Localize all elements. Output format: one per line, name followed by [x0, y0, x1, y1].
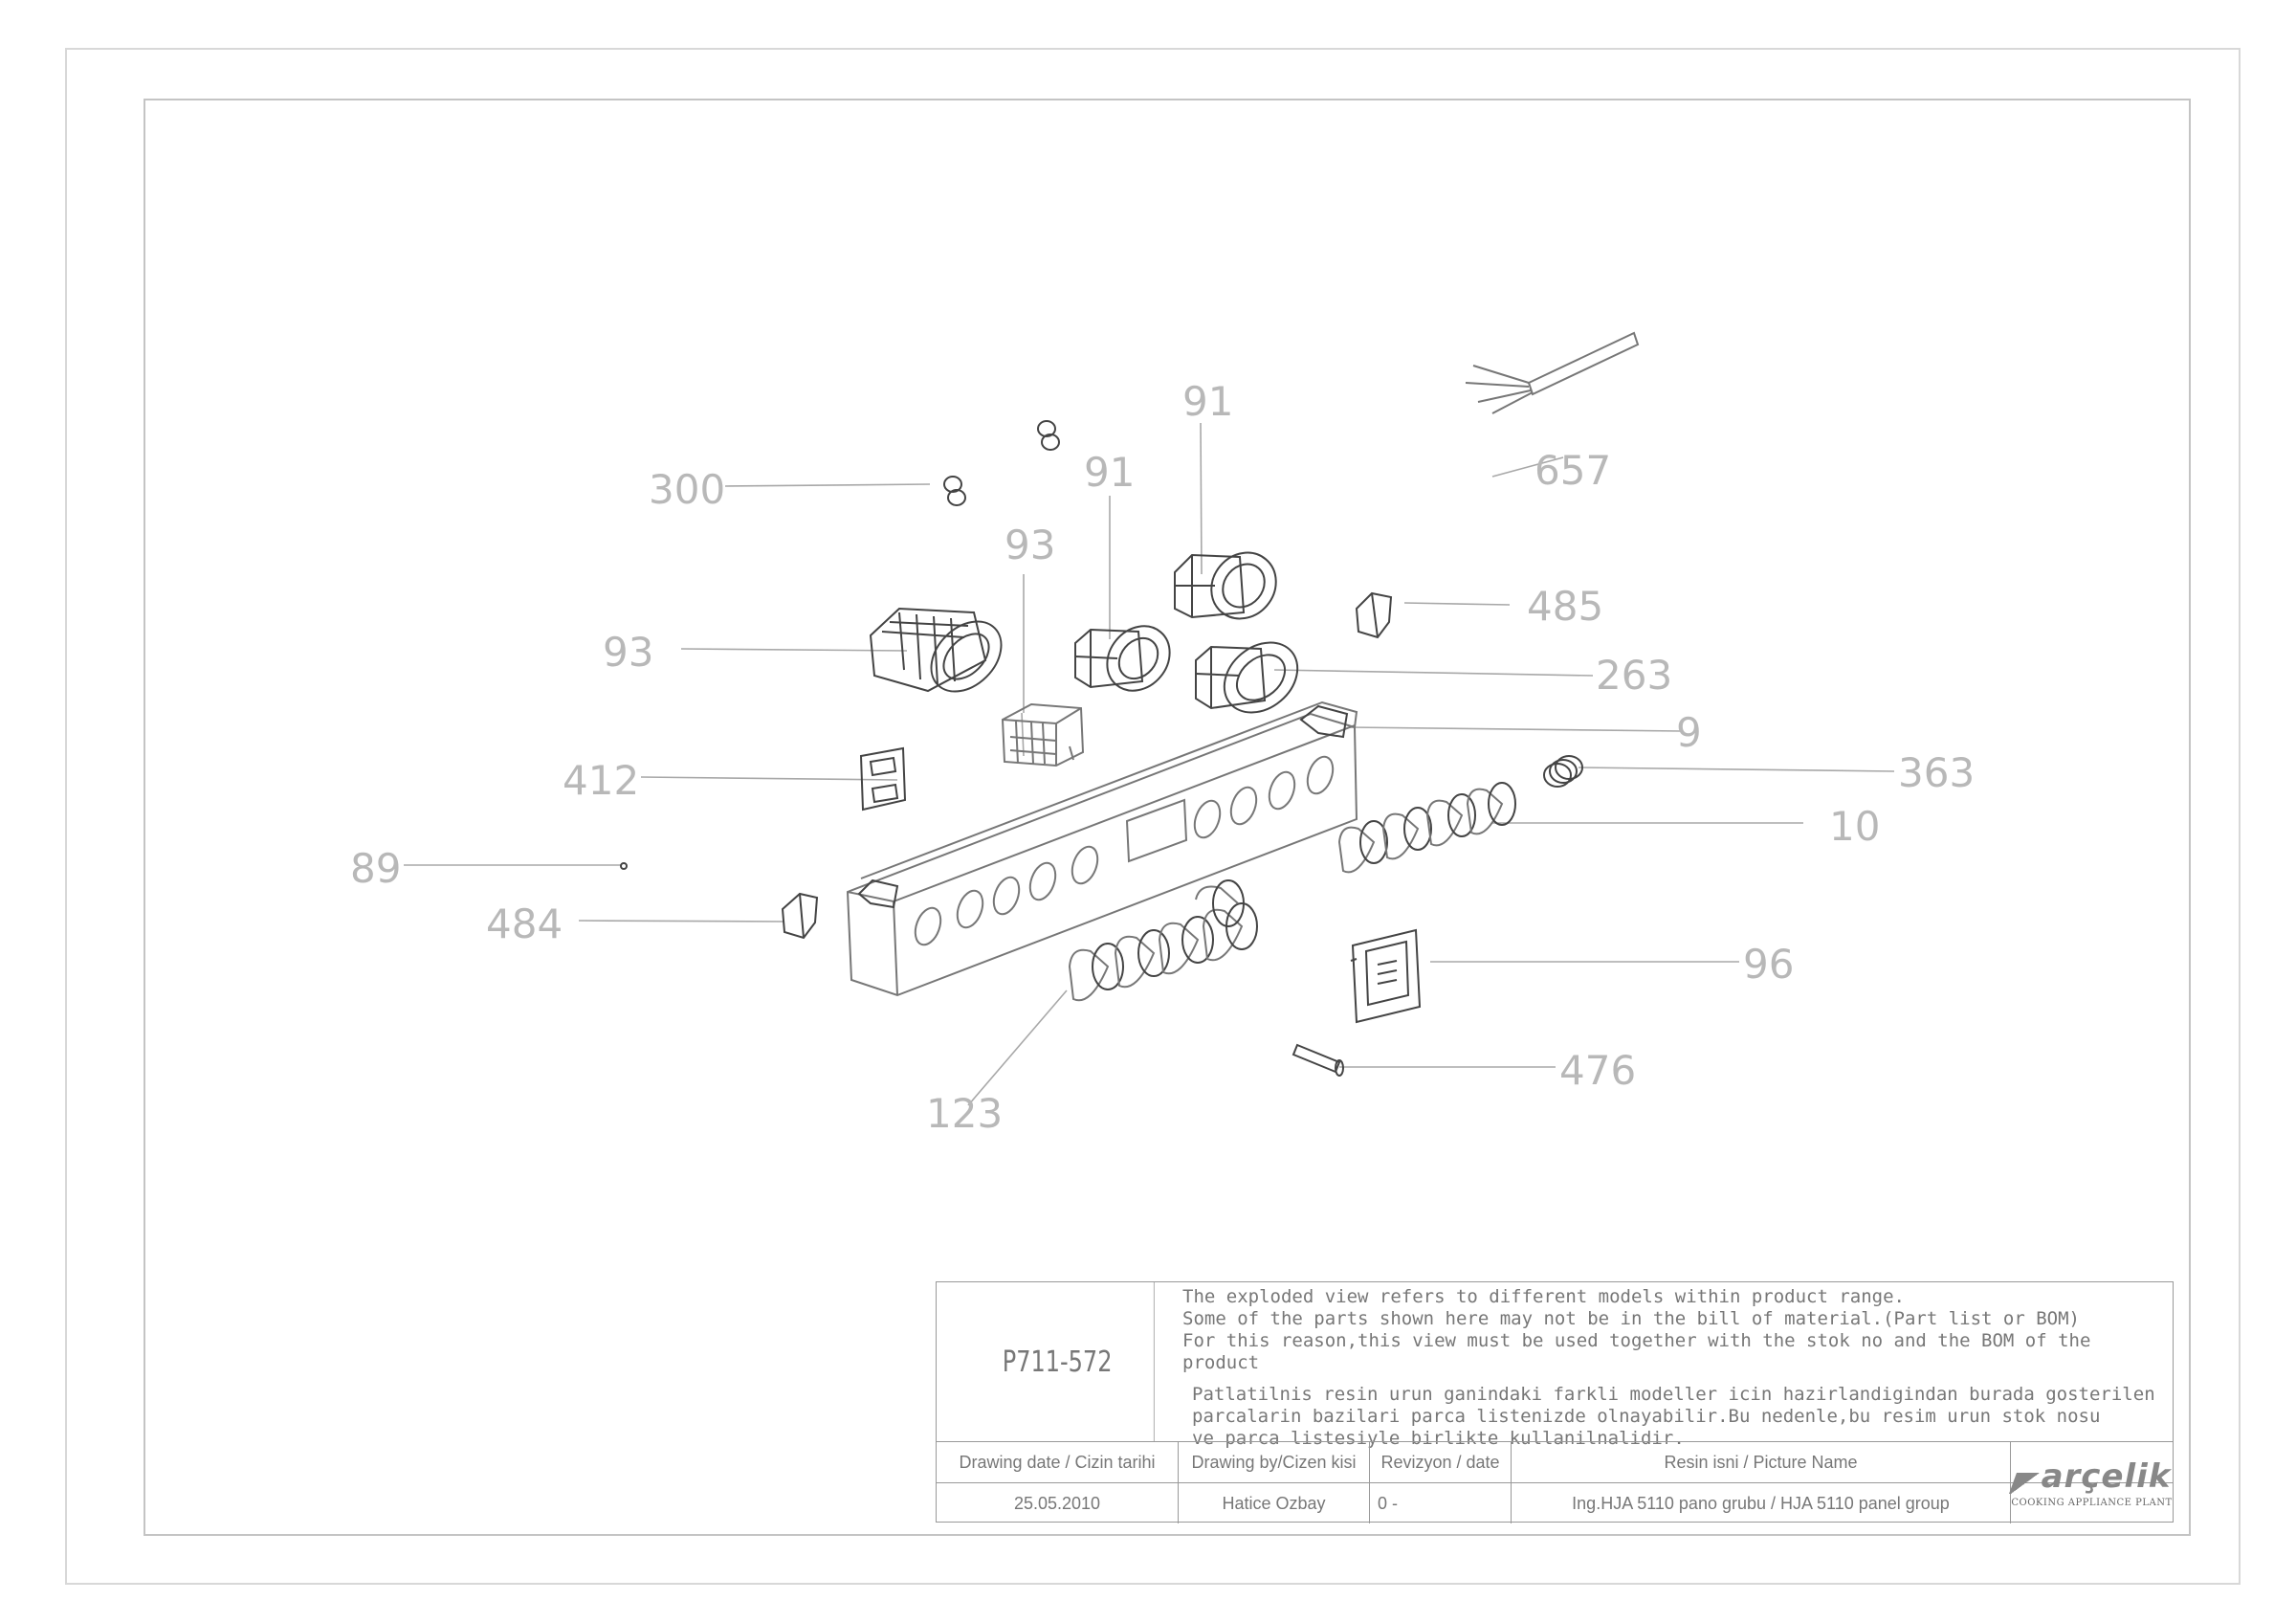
header-revision: Revizyon / date — [1370, 1442, 1512, 1482]
drawing-code: P711-572 — [960, 1282, 1155, 1441]
header-picture-name: Resin isni / Picture Name — [1512, 1442, 2011, 1482]
knobs-right-part — [1337, 782, 1516, 874]
header-drawn-by: Drawing by/Cizen kisi — [1179, 1442, 1370, 1482]
callout-484: 484 — [486, 900, 563, 947]
note-tr-1: Patlatilnis resin urun ganindaki farkli … — [1192, 1384, 2155, 1405]
bracket-484-part — [781, 892, 819, 940]
logo-mark-icon — [2008, 1472, 2042, 1494]
note-tr-2: parcalarin bazilari parca listenizde oln… — [1192, 1406, 2101, 1427]
callout-9: 9 — [1676, 709, 1702, 756]
note-en-1: The exploded view refers to different mo… — [1182, 1286, 1905, 1307]
title-block-value-row: 25.05.2010 Hatice Ozbay 0 - Ing.HJA 5110… — [937, 1482, 2173, 1523]
inner-frame — [144, 99, 2191, 1536]
thermostat-part — [1195, 641, 1299, 714]
picture-name: Ing.HJA 5110 pano grubu / HJA 5110 panel… — [1512, 1483, 2011, 1523]
bracket-485-part — [1355, 591, 1393, 639]
spring-part — [1543, 755, 1583, 788]
knobs-left-part — [1068, 879, 1258, 1002]
company-logo: arçelik COOKING APPLIANCE PLANT — [2008, 1441, 2173, 1523]
cable-part — [1465, 331, 1640, 414]
callout-476: 476 — [1559, 1047, 1636, 1094]
title-block: P711-572 The exploded view refers to dif… — [936, 1281, 2174, 1523]
callout-485: 485 — [1527, 583, 1603, 630]
outer-frame — [65, 48, 2241, 1585]
callout-labels: 300 91 91 93 93 657 485 263 9 363 412 10… — [350, 378, 1975, 1137]
revision: 0 - — [1370, 1483, 1512, 1523]
callout-91-front: 91 — [1084, 449, 1135, 496]
terminal-block-part — [1001, 702, 1085, 767]
callout-96: 96 — [1743, 941, 1794, 988]
note-en-2: Some of the parts shown here may not be … — [1182, 1308, 2080, 1329]
selector-switch-part — [869, 607, 1003, 693]
drawing-date: 25.05.2010 — [937, 1483, 1179, 1523]
energy-regulator-rear — [1174, 551, 1277, 620]
logo-subtitle: COOKING APPLIANCE PLANT — [2011, 1498, 2173, 1508]
energy-regulator-front — [1074, 625, 1171, 692]
note-tr-3: ve parca listesiyle birlikte kullanilnal… — [1192, 1428, 1685, 1449]
title-block-header-row: Drawing date / Cizin tarihi Drawing by/C… — [937, 1441, 2173, 1482]
logo-wordmark: arçelik — [2041, 1457, 2172, 1496]
drawn-by: Hatice Ozbay — [1179, 1483, 1370, 1523]
callout-412: 412 — [563, 757, 639, 804]
callout-93-block: 93 — [1004, 522, 1055, 568]
callout-300: 300 — [649, 466, 725, 513]
disclaimer-notes: The exploded view refers to different mo… — [1179, 1282, 2173, 1449]
timer-part — [1350, 928, 1422, 1024]
callout-93-switch: 93 — [603, 629, 653, 676]
callout-123: 123 — [926, 1090, 1003, 1137]
small-screw-part — [620, 862, 628, 870]
callout-91-rear: 91 — [1182, 378, 1233, 425]
callout-363: 363 — [1898, 749, 1975, 796]
header-drawing-date: Drawing date / Cizin tarihi — [937, 1442, 1179, 1482]
screw-part — [943, 420, 1060, 506]
long-screw-part — [1292, 1043, 1344, 1077]
leader-lines — [404, 422, 1895, 1106]
callout-89: 89 — [350, 845, 401, 892]
callout-10: 10 — [1829, 803, 1880, 850]
note-en-3: For this reason,this view must be used t… — [1182, 1330, 2091, 1373]
control-panel-part — [846, 700, 1358, 997]
bracket-412-part — [859, 746, 907, 812]
callout-657: 657 — [1534, 447, 1611, 494]
callout-263: 263 — [1596, 652, 1672, 699]
